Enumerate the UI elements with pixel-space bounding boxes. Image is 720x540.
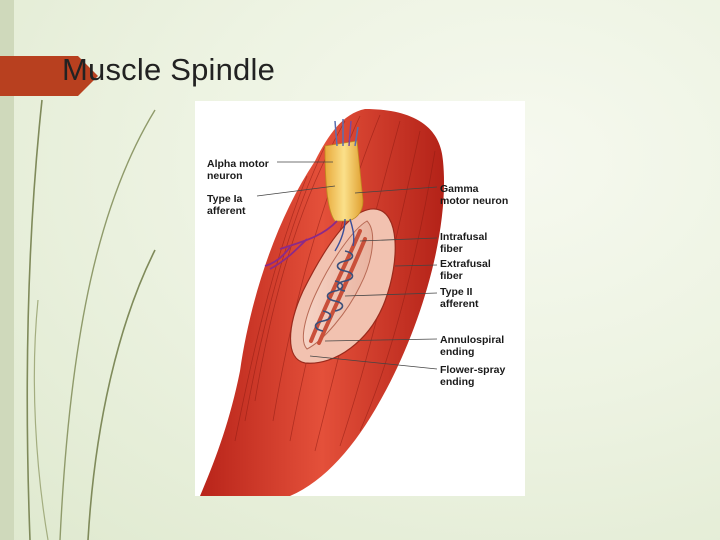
nerve-fibers-top: [334, 119, 359, 147]
slide-title: Muscle Spindle: [62, 52, 276, 87]
leader-type-ii: [344, 292, 438, 297]
label-leader-lines: [256, 161, 438, 370]
type-ia-afferent-branches: [264, 220, 338, 270]
label-annulospiral-ending: Annulospiral ending: [440, 334, 505, 358]
label-type-ia-afferent: Type Ia afferent: [207, 193, 246, 217]
label-flower-spray-ending: Flower-spray ending: [440, 364, 506, 388]
leader-intrafusal: [359, 237, 438, 242]
annulospiral-coils: [314, 250, 354, 332]
decorative-stem-4: [33, 299, 49, 540]
title-accent-arrow: [0, 56, 98, 96]
muscle-spindle-figure: Alpha motor neuron Type Ia afferent Gamm…: [195, 101, 525, 496]
label-type-ii-afferent: Type II afferent: [440, 286, 479, 310]
nerve-bundle: [324, 140, 364, 222]
label-gamma-motor-neuron: Gamma motor neuron: [440, 183, 509, 207]
decorative-stem-1: [26, 99, 43, 540]
leader-extrafusal: [394, 264, 438, 267]
gamma-motor-branches: [334, 218, 355, 252]
leader-gamma: [354, 186, 438, 194]
left-stripe: [0, 0, 14, 540]
label-alpha-motor-neuron: Alpha motor neuron: [207, 158, 269, 182]
leader-flower-spray: [309, 355, 438, 370]
label-extrafusal-fiber: Extrafusal fiber: [440, 258, 491, 282]
decorative-stem-3: [87, 249, 156, 540]
label-intrafusal-fiber: Intrafusal fiber: [440, 231, 488, 255]
intrafusal-fibers: [309, 229, 367, 345]
leader-type-ia: [256, 185, 336, 197]
muscle-spindle-illustration: [200, 109, 445, 496]
leader-annulospiral: [324, 338, 438, 342]
decorative-stem-2: [59, 109, 156, 540]
